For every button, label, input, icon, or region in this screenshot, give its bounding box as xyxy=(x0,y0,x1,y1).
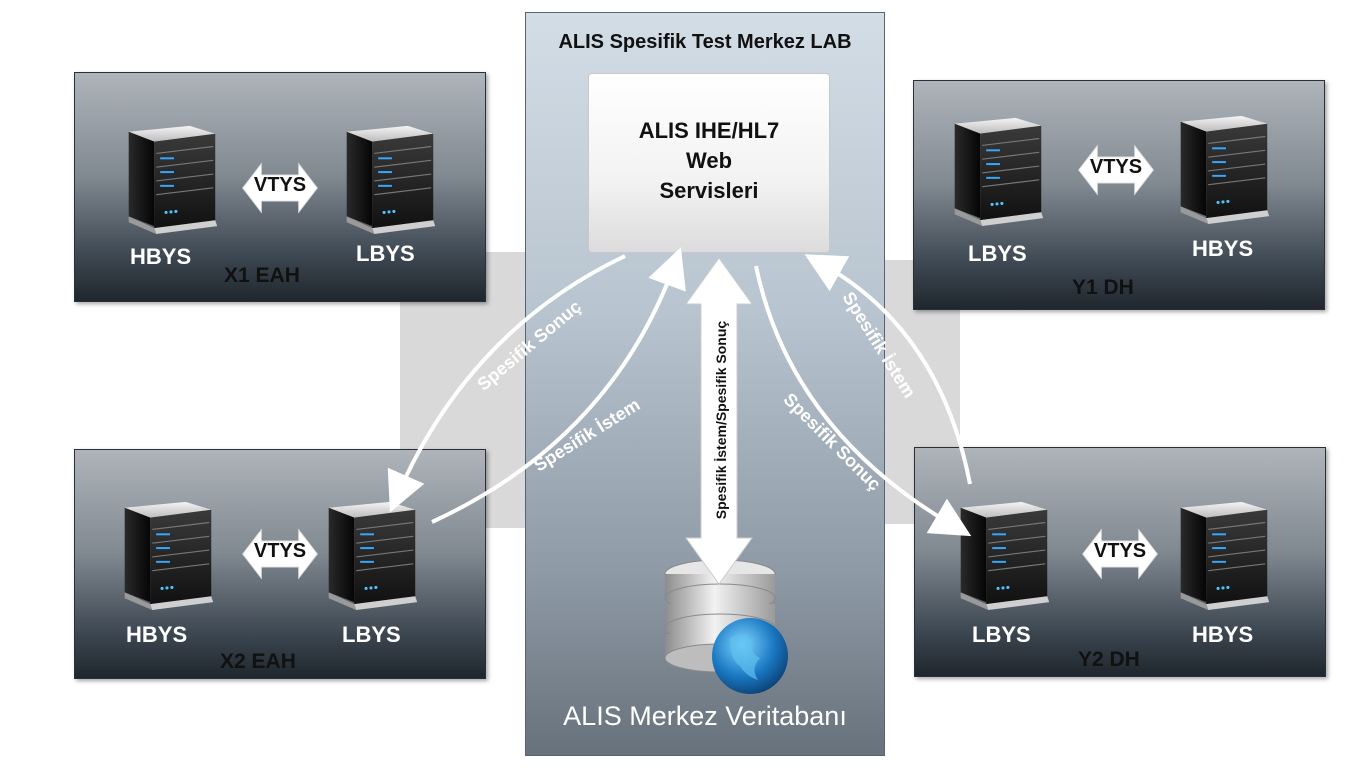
vertical-arrow-label: Spesifik İstem/Spesifik Sonuç xyxy=(713,321,729,520)
x2-left-server-label: HBYS xyxy=(126,622,188,647)
y-result-label: Spesifik Sonuç xyxy=(780,389,885,494)
web-services-title: ALIS IHE/HL7 Web Servisleri xyxy=(589,116,829,206)
vtys-label: VTYS xyxy=(1089,156,1143,178)
vtys-label: VTYS xyxy=(253,174,307,196)
central-database-label: ALIS Merkez Veritabanı xyxy=(563,701,847,731)
vtys-link-x1: VTYS xyxy=(242,160,318,216)
x2-right-server-label: LBYS xyxy=(342,622,401,647)
x-request-label: Spesifik İstem xyxy=(530,394,643,475)
web-services-line3: Servisleri xyxy=(659,178,759,203)
vtys-label: VTYS xyxy=(253,540,307,562)
x-result-arrow xyxy=(387,254,626,513)
x1-site-name: X1 EAH xyxy=(224,264,300,287)
y1-left-server-label: LBYS xyxy=(968,241,1027,266)
y2-right-server-label: HBYS xyxy=(1192,622,1254,647)
x-result-label: Spesifik Sonuç xyxy=(473,296,585,394)
vtys-label: VTYS xyxy=(1093,540,1147,562)
y-result-arrow xyxy=(754,265,972,537)
web-services-box: ALIS IHE/HL7 Web Servisleri xyxy=(588,73,830,253)
vtys-link-x2: VTYS xyxy=(242,526,318,582)
vertical-double-arrow: Spesifik İstem/Spesifik Sonuç xyxy=(685,257,753,585)
x1-right-server-label: LBYS xyxy=(356,241,415,266)
database-icon xyxy=(664,559,788,694)
y2-left-server-label: LBYS xyxy=(972,622,1031,647)
vtys-link-y2: VTYS xyxy=(1082,526,1158,582)
x2-site-name: X2 EAH xyxy=(220,650,296,673)
vtys-link-y1: VTYS xyxy=(1078,142,1154,198)
web-services-line1: ALIS IHE/HL7 xyxy=(638,118,780,143)
x1-left-server-label: HBYS xyxy=(130,244,192,269)
y-request-arrow xyxy=(804,254,972,485)
y1-right-server-label: HBYS xyxy=(1192,236,1254,261)
web-services-line2: Web xyxy=(685,148,733,173)
y2-site-name: Y2 DH xyxy=(1078,648,1140,671)
x-request-arrow xyxy=(431,247,686,524)
y1-site-name: Y1 DH xyxy=(1072,276,1134,299)
central-lab-title: ALIS Spesifik Test Merkez LAB xyxy=(558,31,852,53)
